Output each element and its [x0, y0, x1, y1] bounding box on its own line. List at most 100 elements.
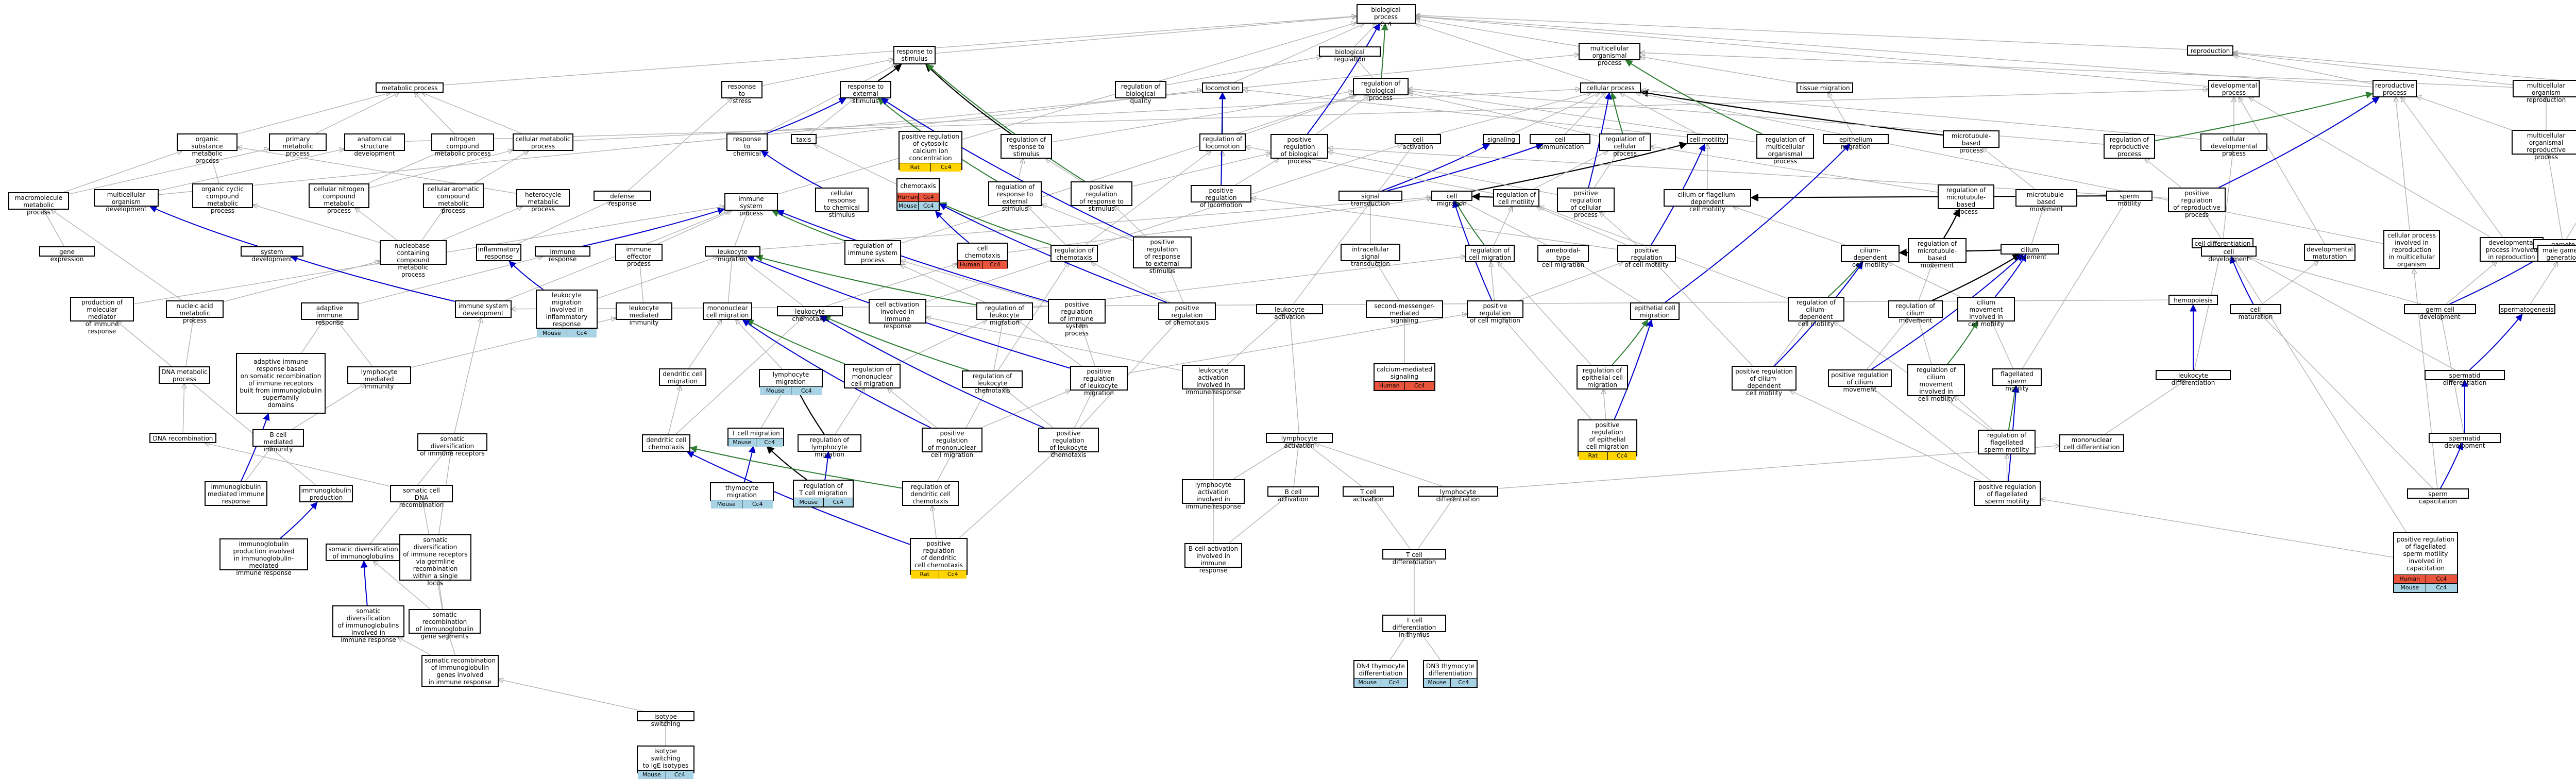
term-node-repro-proc[interactable]: reproductive process	[2372, 80, 2417, 97]
term-node-reg-resp-stim[interactable]: regulation of response to stimulus	[1001, 134, 1052, 159]
term-node-locomotion[interactable]: locomotion	[1202, 82, 1243, 93]
term-node-pos-reg-resp-ext[interactable]: positive regulation of response to exter…	[1133, 236, 1192, 275]
term-node-pos-reg-loco[interactable]: positive regulation of locomotion	[1191, 185, 1251, 209]
term-node-reg-repro[interactable]: regulation of reproductive process	[2104, 134, 2155, 159]
term-node-pos-reg-chemo[interactable]: positive regulation of chemotaxis	[1158, 302, 1216, 326]
term-node-pos-reg-mono-mig[interactable]: positive regulation of mononuclear cell …	[922, 428, 982, 459]
term-node-cell-act[interactable]: cell activation	[1395, 134, 1441, 150]
term-node-sig-trans[interactable]: signal transduction	[1338, 191, 1402, 207]
term-node-pos-reg-cyt[interactable]: positive regulation of cytosolic calcium…	[899, 131, 962, 172]
term-node-pos-reg-bp[interactable]: positive regulation of biological proces…	[1270, 134, 1328, 165]
term-node-reg-loco[interactable]: regulation of locomotion	[1199, 133, 1246, 151]
term-node-pos-reg-cell-mig[interactable]: positive regulation of cell migration	[1467, 300, 1523, 324]
term-node-adaptive-recomb[interactable]: adaptive immune response based on somati…	[236, 353, 326, 414]
term-node-t-diff[interactable]: T cell differentiation	[1382, 549, 1446, 566]
term-node-hemopoiesis[interactable]: hemopoiesis	[2168, 295, 2218, 305]
term-node-pos-reg-leuk-mig[interactable]: positive regulation of leukocyte migrati…	[1070, 366, 1128, 397]
term-node-pos-reg-repro[interactable]: positive regulation of reproductive proc…	[2168, 188, 2226, 218]
term-node-pos-reg-imm-sys[interactable]: positive regulation of immune system pro…	[1048, 299, 1106, 337]
term-node-multi-dev[interactable]: multicellular organism development	[94, 189, 159, 213]
term-node-spermatid-diff[interactable]: spermatid differentiation	[2425, 370, 2505, 386]
term-node-mono-mig[interactable]: mononuclear cell migration	[703, 302, 752, 320]
term-node-reg-cilium-mot[interactable]: regulation of cilium-dependent cell moti…	[1788, 297, 1844, 328]
term-node-nucleic-acid[interactable]: nucleic acid metabolic process	[166, 300, 224, 324]
term-node-bio-reg[interactable]: biological regulation	[1319, 46, 1381, 63]
term-node-b-act[interactable]: B cell activation	[1267, 486, 1319, 503]
term-node-pos-reg-cilium-mot[interactable]: positive regulation of cilium-dependent …	[1732, 366, 1797, 397]
term-node-pos-reg-dendritic[interactable]: positive regulation of dendritic cell ch…	[910, 538, 968, 579]
term-node-organic-cyclic[interactable]: organic cyclic compound metabolic proces…	[192, 183, 253, 214]
term-node-t-diff-thymus[interactable]: T cell differentiation in thymus	[1382, 615, 1446, 638]
term-node-imm-eff[interactable]: immune effector process	[615, 244, 663, 267]
term-node-reg-leuk-chemo[interactable]: regulation of leukocyte chemotaxis	[962, 370, 1023, 394]
term-node-imm-sys[interactable]: immune system process	[724, 193, 778, 217]
term-node-pos-reg-cell-proc[interactable]: positive regulation of cellular process	[1557, 188, 1615, 218]
term-node-imm-sys-dev[interactable]: immune system development	[455, 300, 512, 318]
term-node-somatic-div-ig[interactable]: somatic diversification of immunoglobuli…	[326, 544, 401, 561]
term-node-leuk-mig[interactable]: leukocyte migration	[705, 246, 760, 263]
term-node-reg-resp-ext[interactable]: regulation of response to external stimu…	[988, 181, 1042, 212]
term-node-cilium-mot[interactable]: cilium or flagellum-dependent cell motil…	[1664, 189, 1751, 213]
term-node-cell-resp-chem[interactable]: cellular response to chemical stimulus	[815, 188, 869, 218]
term-node-multi-org-repro[interactable]: multicellular organismal reproductive pr…	[2512, 130, 2576, 161]
term-node-dev-repro[interactable]: developmental process involved in reprod…	[2480, 237, 2544, 262]
term-node-reg-dendritic-chemo[interactable]: regulation of dendritic cell chemotaxis	[902, 481, 959, 506]
term-node-cilium-move-mot[interactable]: cilium movement involved in cell motilit…	[1957, 297, 2015, 328]
term-node-dna-met[interactable]: DNA metabolic process	[159, 366, 210, 384]
term-node-multi-repro[interactable]: multicellular organism reproduction	[2513, 80, 2576, 104]
term-node-pos-reg-epi-mig[interactable]: positive regulation of epithelial cell m…	[1578, 419, 1637, 460]
term-node-imm-prod-inv[interactable]: immunoglobulin production involved in im…	[219, 538, 308, 577]
term-node-reg-bp[interactable]: regulation of biological process	[1353, 78, 1409, 101]
term-node-pos-reg-flag[interactable]: positive regulation of flagellated sperm…	[1974, 481, 2041, 506]
term-node-epi-mig[interactable]: epithelium migration	[1823, 134, 1889, 150]
term-node-pos-reg-cell-mot[interactable]: positive regulation of cell motility	[1617, 245, 1676, 268]
term-node-reg-cilium-move-mot[interactable]: regulation of cilium movement involved i…	[1907, 364, 1965, 402]
term-node-macro-met[interactable]: macromolecule metabolic process	[8, 192, 69, 216]
term-node-second-msg[interactable]: second-messenger-mediated signaling	[1366, 300, 1443, 324]
term-node-pos-reg-resp-stim[interactable]: positive regulation of response to stimu…	[1071, 181, 1132, 212]
term-node-reg-bq[interactable]: regulation of biological quality	[1115, 81, 1166, 105]
term-node-tissue-mig[interactable]: tissue migration	[1797, 82, 1853, 93]
term-node-leuk-mig-inflam[interactable]: leukocyte migration involved in inflamma…	[536, 290, 598, 337]
term-node-isotype[interactable]: isotype switching	[637, 711, 694, 727]
term-node-mt-movement[interactable]: microtubule-based movement	[2015, 189, 2077, 213]
term-node-cell-motility[interactable]: cell motility	[1687, 134, 1728, 144]
term-node-somatic-recomb-ig-imm[interactable]: somatic recombination of immunoglobulin …	[421, 655, 499, 687]
term-node-cell-maturation[interactable]: cell maturation	[2230, 304, 2281, 320]
term-node-t-act[interactable]: T cell activation	[1343, 486, 1394, 503]
term-node-cp-repro[interactable]: cellular process involved in reproductio…	[2383, 230, 2440, 269]
term-node-spermatid-dev[interactable]: spermatid development	[2429, 433, 2501, 449]
term-node-reg-mt[interactable]: regulation of microtubule-based process	[1938, 184, 1994, 215]
term-node-somatic-div-rec[interactable]: somatic diversification of immune recept…	[399, 534, 471, 587]
term-node-reg-chemotaxis[interactable]: regulation of chemotaxis	[1050, 245, 1098, 262]
term-node-cell-dev-proc[interactable]: cellular developmental process	[2200, 133, 2267, 157]
term-node-nitro-met[interactable]: nitrogen compound metabolic process	[431, 133, 494, 157]
term-node-somatic-recomb-ig[interactable]: somatic recombination of immunoglobulin …	[409, 609, 481, 640]
term-node-taxis[interactable]: taxis	[791, 134, 817, 144]
term-node-spermatogenesis[interactable]: spermatogenesis	[2499, 304, 2555, 314]
term-node-dna-recomb[interactable]: DNA recombination	[149, 433, 216, 443]
term-node-imm-resp[interactable]: immune response	[535, 246, 590, 263]
term-node-imm-med[interactable]: immunoglobulin mediated immune response	[205, 481, 267, 506]
term-node-adaptive[interactable]: adaptive immune response	[301, 302, 359, 326]
term-node-resp-stim[interactable]: response to stimulus	[893, 46, 936, 64]
term-node-imm-prod[interactable]: immunoglobulin production	[299, 485, 353, 502]
term-node-cell-act-imm[interactable]: cell activation involved in immune respo…	[869, 299, 926, 330]
term-node-dendritic-mig[interactable]: dendritic cell migration	[659, 368, 706, 386]
term-node-bp[interactable]: biological process Cc4​	[1356, 4, 1416, 28]
term-node-sperm-mot[interactable]: sperm motility	[2106, 191, 2153, 207]
term-node-pos-reg-flag-cap[interactable]: positive regulation of flagellated sperm…	[2393, 532, 2458, 593]
term-node-male-gamete[interactable]: male gamete generation	[2537, 245, 2576, 262]
term-node-mt-proc[interactable]: microtubule-based process	[1943, 130, 1999, 154]
term-node-cell-nitro[interactable]: cellular nitrogen compound metabolic pro…	[309, 183, 369, 214]
term-node-resp-ext[interactable]: response to external stimulus	[840, 81, 891, 105]
